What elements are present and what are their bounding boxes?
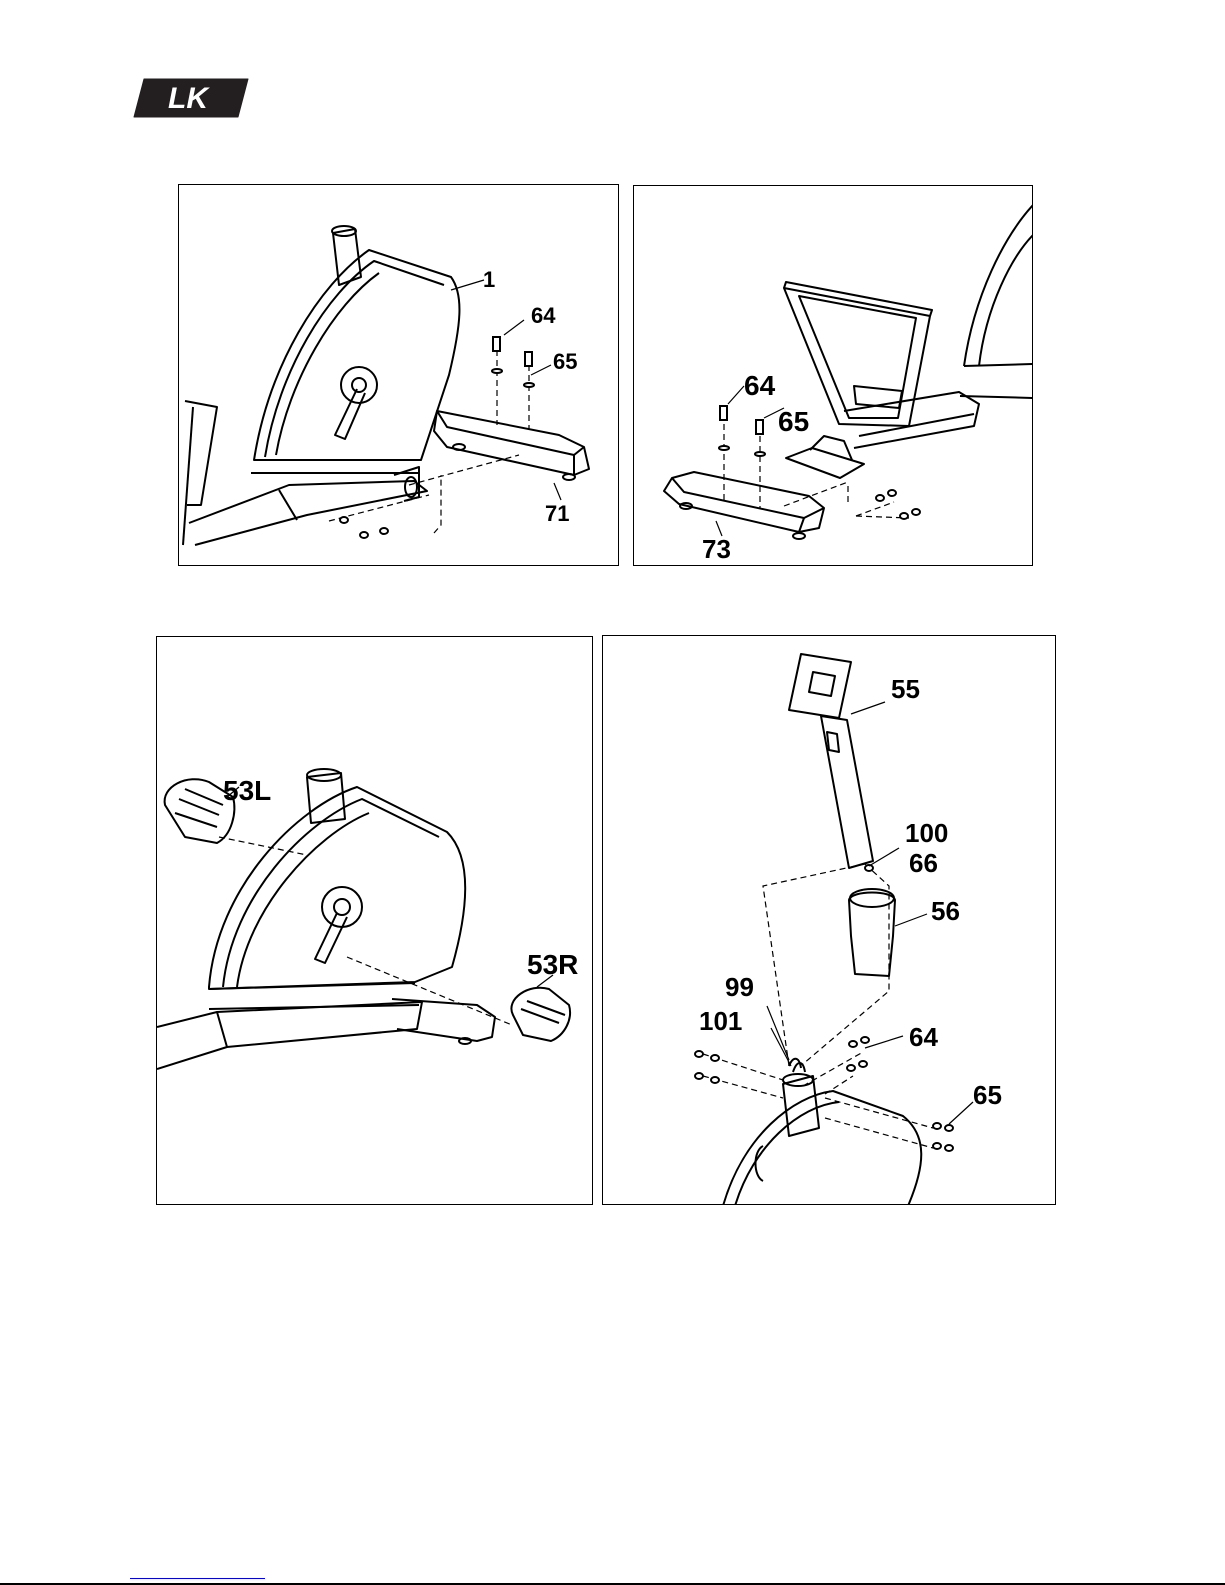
lk-logo-mark: LK <box>130 77 252 119</box>
step-panel-console-mast: 55 100 66 56 99 101 64 65 <box>602 635 1056 1205</box>
callout-washer: 65 <box>973 1082 1002 1108</box>
step-panel-pedals: 53L 53R <box>156 636 593 1205</box>
logo-text: LK <box>168 82 210 115</box>
callout-console-mast: 55 <box>891 676 920 702</box>
pedals-drawing <box>157 637 593 1205</box>
callout-bolt: 64 <box>909 1024 938 1050</box>
callout-wire-c: 99 <box>725 974 754 1000</box>
callout-stabilizer: 71 <box>545 503 569 525</box>
brand-logo: LK <box>130 77 252 119</box>
callout-right-pedal: 53R <box>527 951 578 979</box>
callout-washer: 65 <box>553 351 577 373</box>
callout-cover: 56 <box>931 898 960 924</box>
callout-bolt: 64 <box>744 372 775 400</box>
console-mast-drawing <box>603 636 1056 1205</box>
step-panel-rear-stabilizer: 1 64 65 71 <box>178 184 619 566</box>
callout-washer: 65 <box>778 408 809 436</box>
front-stabilizer-drawing <box>634 186 1033 566</box>
callout-bolt: 64 <box>531 305 555 327</box>
step-panel-front-stabilizer: 64 65 73 <box>633 185 1033 566</box>
callout-wire-a: 100 <box>905 820 948 846</box>
callout-wire-d: 101 <box>699 1008 742 1034</box>
footer-link-underline[interactable] <box>130 1578 265 1579</box>
callout-left-pedal: 53L <box>223 777 271 805</box>
callout-frame: 1 <box>483 269 495 291</box>
callout-stabilizer: 73 <box>702 536 731 562</box>
callout-wire-b: 66 <box>909 850 938 876</box>
